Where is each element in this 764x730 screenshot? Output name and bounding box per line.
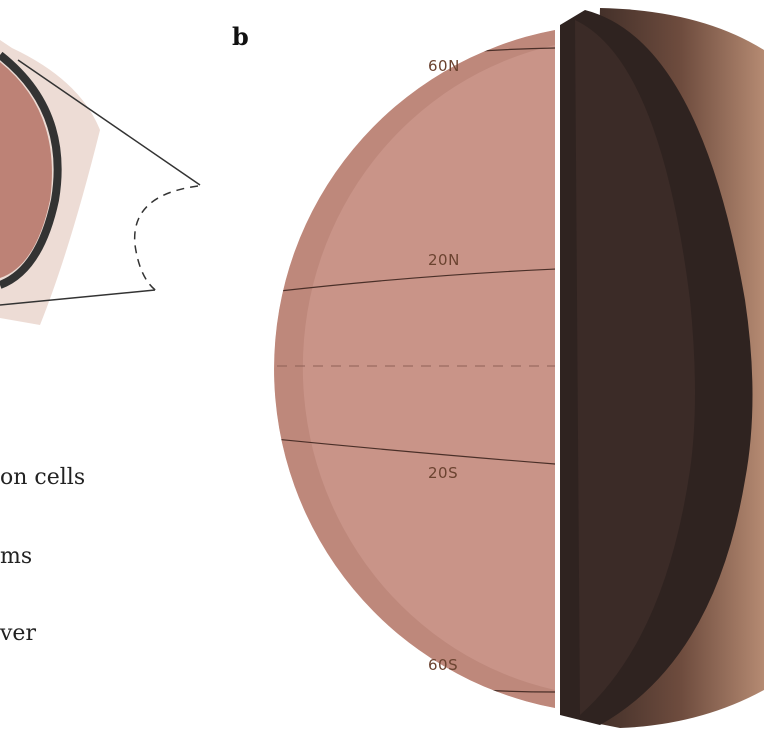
inset-disc: [0, 62, 52, 278]
inset-ring: [0, 51, 62, 289]
latitude-line-20S: [274, 431, 555, 467]
latitude-label-60S: 60S: [428, 656, 458, 674]
zoom-line-bottom: [0, 289, 156, 306]
legend-layer: ver: [0, 621, 36, 646]
latitude-label-20N: 20N: [428, 251, 460, 269]
latitude-label-20S: 20S: [428, 464, 458, 482]
dashed-zoom-region: [133, 185, 199, 293]
inset-zoom-view: [0, 40, 201, 325]
legend-storms: ms: [0, 544, 32, 569]
latitude-label-60N: 60N: [428, 57, 460, 75]
sphere-face: [274, 30, 555, 708]
planet-rim-inner: [575, 20, 695, 715]
zoom-line-top: [17, 59, 201, 186]
legend-convection-cells: on cells: [0, 465, 85, 490]
panel-label: b: [232, 22, 249, 51]
latitude-line-20N: [274, 267, 555, 301]
planet-interior: [560, 8, 764, 728]
sphere-limb-shade: [274, 30, 555, 708]
sphere: 60N 20N 20S 60S: [274, 30, 555, 708]
